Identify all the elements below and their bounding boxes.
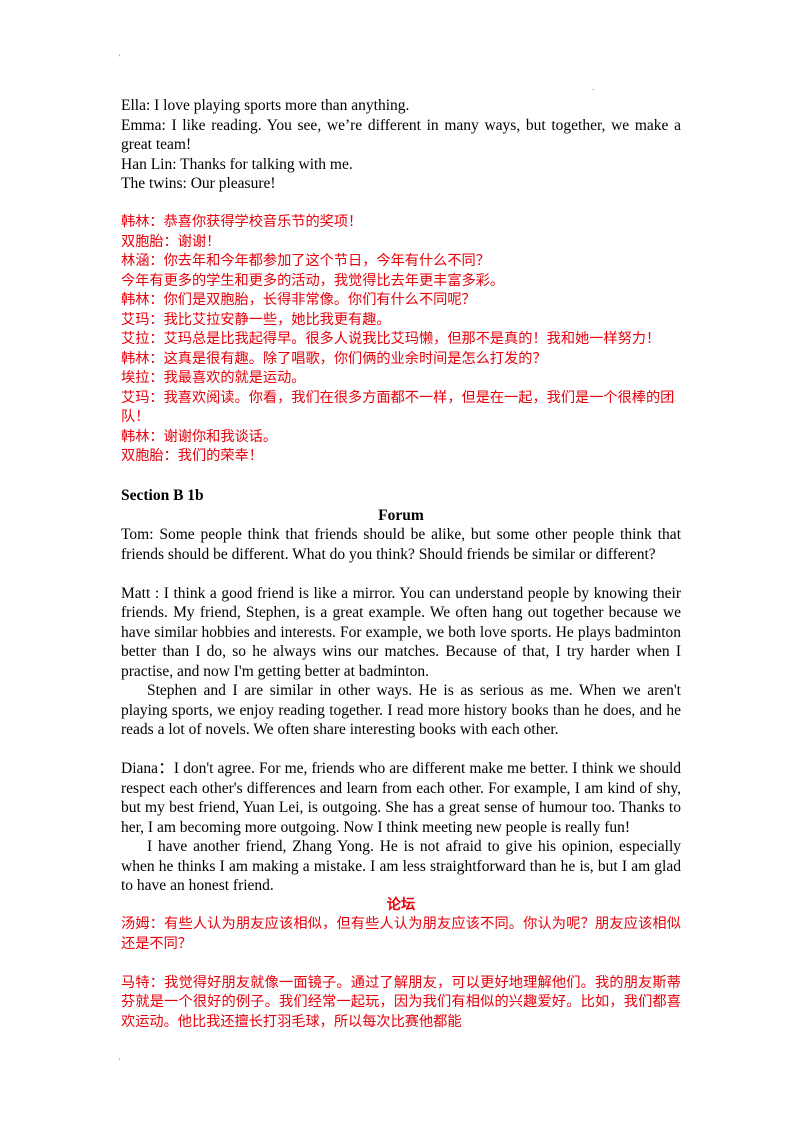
cn-dialogue-line: 艾玛：我喜欢阅读。你看，我们在很多方面都不一样，但是在一起，我们是一个很棒的团队… <box>121 389 675 426</box>
dialogue-line-twins: The twins: Our pleasure! <box>121 175 276 192</box>
forum-post-diana-continued: I have another friend, Zhang Yong. He is… <box>121 838 681 894</box>
cn-forum-post-tom: 汤姆：有些人认为朋友应该相似，但有些人认为朋友应该不同。你认为呢？朋友应该相似还… <box>121 916 681 952</box>
section-heading: Section B 1b <box>121 487 204 504</box>
cn-dialogue-line: 艾玛：我比艾拉安静一些，她比我更有趣。 <box>121 311 391 328</box>
forum-post-diana: Diana：I don't agree. For me, friends who… <box>121 760 681 836</box>
spacer <box>121 467 681 487</box>
spacer <box>121 954 681 974</box>
cn-forum-post-matt: 马特：我觉得好朋友就像一面镜子。通过了解朋友，可以更好地理解他们。我的朋友斯蒂芬… <box>121 974 681 1030</box>
cn-dialogue-line: 韩林：这真是很有趣。除了唱歌，你们俩的业余时间是怎么打发的？ <box>121 350 547 367</box>
cn-dialogue-line: 双胞胎：我们的荣幸！ <box>121 448 263 464</box>
spacer <box>121 740 681 760</box>
forum-post-tom: Tom: Some people think that friends shou… <box>121 526 681 563</box>
dialogue-line-emma: Emma: I like reading. You see, we’re dif… <box>121 116 681 154</box>
cn-dialogue-line: 艾拉：艾玛总是比我起得早。很多人说我比艾玛懒，但那不是真的！我和她一样努力！ <box>121 331 661 347</box>
cn-dialogue-line: 埃拉：我最喜欢的就是运动。 <box>121 370 306 386</box>
page-mark-top-right: . <box>592 83 594 92</box>
cn-dialogue-line: 双胞胎：谢谢！ <box>121 233 221 250</box>
cn-dialogue-line: 韩林：谢谢你和我谈话。 <box>121 428 278 445</box>
english-dialogue: Ella: I love playing sports more than an… <box>121 96 681 194</box>
cn-dialogue-line: 韩林：恭喜你获得学校音乐节的奖项！ <box>121 214 363 230</box>
page-mark-top-left: ' <box>119 53 121 62</box>
cn-dialogue-line: 今年有更多的学生和更多的活动，我觉得比去年更丰富多彩。 <box>121 272 505 289</box>
cn-dialogue-line: 林涵：你去年和今年都参加了这个节日，今年有什么不同？ <box>121 253 490 269</box>
forum-title-cn: 论坛 <box>386 896 416 913</box>
cn-dialogue-line: 韩林：你们是双胞胎，长得非常像。你们有什么不同呢？ <box>121 292 476 308</box>
chinese-dialogue: 韩林：恭喜你获得学校音乐节的奖项！ 双胞胎：谢谢！ 林涵：你去年和今年都参加了这… <box>121 213 681 467</box>
dialogue-line-han-lin: Han Lin: Thanks for talking with me. <box>121 155 353 173</box>
spacer <box>121 194 681 214</box>
spacer <box>121 564 681 584</box>
document-page: Ella: I love playing sports more than an… <box>121 96 681 1032</box>
forum-title: Forum <box>378 506 424 524</box>
page-mark-bottom-left: ' <box>119 1057 121 1066</box>
forum-post-matt-continued: Stephen and I are similar in other ways.… <box>121 682 681 738</box>
forum-post-matt: Matt : I think a good friend is like a m… <box>121 584 681 680</box>
dialogue-line-ella: Ella: I love playing sports more than an… <box>121 97 410 114</box>
